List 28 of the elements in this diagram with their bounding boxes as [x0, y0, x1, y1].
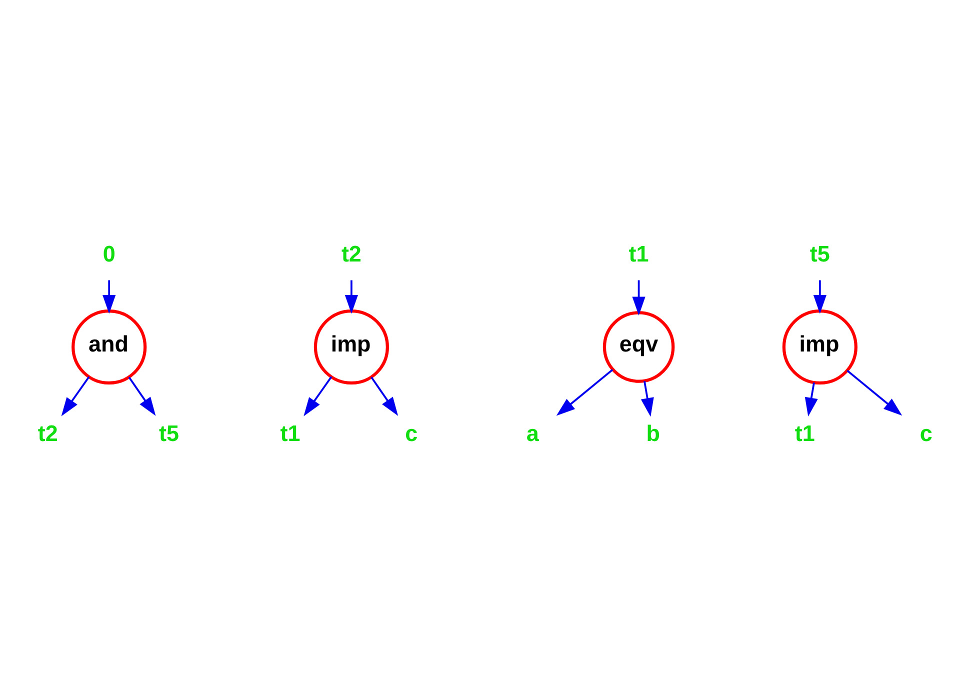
arrow — [304, 376, 332, 416]
arrow — [344, 280, 358, 314]
arrow — [632, 280, 646, 315]
node-text: c — [405, 420, 418, 446]
arrow — [846, 369, 902, 416]
node-text: t5 — [810, 241, 830, 266]
node-circle: eqv — [602, 310, 675, 382]
node-circle: imp — [782, 308, 858, 384]
arrow — [556, 368, 614, 416]
node-text: t2 — [38, 420, 58, 446]
node-text: b — [646, 420, 660, 446]
node-text: t2 — [341, 241, 362, 266]
node-circle: and — [72, 308, 147, 384]
arrow — [640, 380, 654, 416]
node-text: 0 — [102, 241, 116, 266]
node-text: t1 — [794, 420, 815, 446]
node-text: t1 — [628, 241, 649, 266]
arrow — [804, 382, 818, 416]
arrow — [61, 376, 90, 416]
node-text: c — [920, 420, 932, 446]
node-text: a — [526, 420, 539, 446]
node-text: t5 — [159, 420, 180, 446]
arrow — [102, 280, 116, 314]
arrow — [128, 376, 156, 416]
node-text: t1 — [280, 420, 300, 446]
arrow — [813, 280, 826, 314]
node-circle: imp — [314, 308, 389, 384]
arrow — [370, 376, 398, 416]
